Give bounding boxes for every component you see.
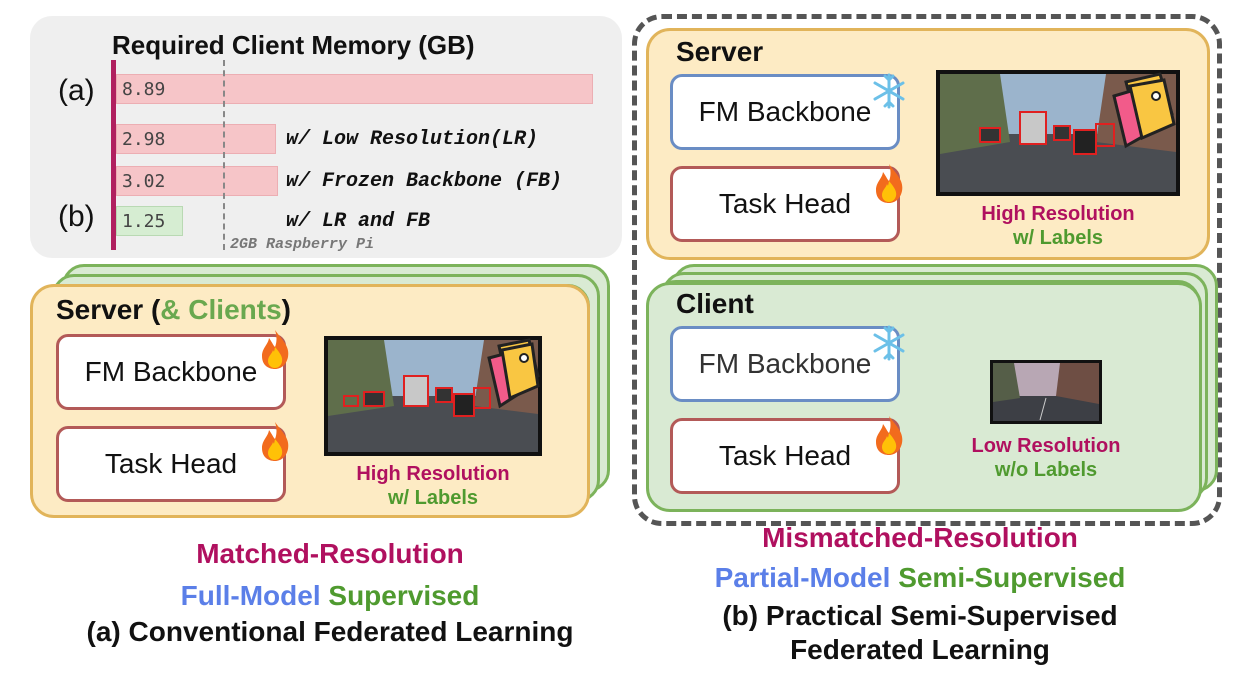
panel-a-backbone-module: FM Backbone	[56, 334, 286, 410]
threshold-line	[223, 60, 226, 250]
panel-b-server-caption-resolution: High Resolution	[981, 203, 1135, 225]
fire-icon	[262, 330, 289, 369]
memory-bar-value: 2.98	[122, 129, 166, 150]
panel-a-head-label: Task Head	[104, 448, 238, 479]
memory-bar-label: w/ Low Resolution(LR)	[286, 128, 539, 151]
caption-b-semi-supervised: Semi-Supervised	[898, 562, 1126, 593]
panel-b-client-image-caption: Low Resolution w/o Labels	[946, 434, 1146, 482]
memory-chart-title: Required Client Memory (GB)	[112, 30, 475, 60]
panel-a-title-clients: & Clients	[160, 294, 282, 325]
panel-b-server-backbone-label: FM Backbone	[698, 96, 872, 127]
panel-b-server-caption-labels: w/ Labels	[1012, 227, 1104, 249]
caption-a-line2: Full-Model Supervised	[30, 580, 630, 612]
street-scene-image-b-server	[936, 70, 1180, 196]
panel-a-caption-resolution: High Resolution	[356, 463, 510, 485]
caption-b-line2: Partial-Model Semi-Supervised	[620, 562, 1220, 594]
panel-a-head-module: Task Head	[56, 426, 286, 502]
memory-bar-value: 3.02	[122, 171, 166, 192]
memory-bar	[116, 206, 184, 236]
panel-b-frame	[632, 14, 1222, 526]
caption-a-full-model: Full-Model	[180, 580, 321, 611]
street-scene-image-a	[324, 336, 542, 456]
caption-a-line1: Matched-Resolution	[196, 538, 464, 569]
memory-bar-label: w/ LR and FB	[286, 210, 431, 233]
memory-bar	[116, 124, 276, 154]
panel-a-backbone-label: FM Backbone	[84, 356, 258, 387]
caption-b-line4: Federated Learning	[790, 634, 1050, 665]
caption-a-supervised: Supervised	[328, 580, 480, 611]
memory-bar	[116, 166, 279, 196]
caption-b-partial-model: Partial-Model	[714, 562, 891, 593]
panel-a-image-caption: High Resolution w/ Labels	[324, 462, 542, 510]
panel-b-server-head-module: Task Head	[670, 166, 900, 242]
memory-bar-value: 1.25	[122, 211, 166, 232]
panel-b-client-backbone-label: FM Backbone	[698, 348, 872, 379]
chart-axis	[111, 60, 116, 250]
fire-icon	[876, 416, 903, 455]
caption-a-line3: (a) Conventional Federated Learning	[86, 616, 574, 647]
row-tag-b: (b)	[58, 200, 95, 233]
row-tag-a: (a)	[58, 74, 95, 107]
snowflake-icon	[873, 73, 905, 109]
panel-b-server-title: Server	[676, 36, 764, 67]
caption-b-line1: Mismatched-Resolution	[762, 522, 1078, 553]
fire-icon	[876, 164, 903, 203]
memory-bar-label: w/ Frozen Backbone (FB)	[286, 170, 563, 193]
panel-b-server-image-caption: High Resolution w/ Labels	[936, 202, 1180, 250]
panel-a-title: Server (& Clients)	[56, 294, 291, 325]
snowflake-icon	[873, 325, 905, 361]
street-scene-image-b-client	[990, 360, 1102, 424]
panel-b-client-head-label: Task Head	[718, 440, 852, 471]
panel-a-caption-labels: w/ Labels	[387, 487, 479, 509]
panel-b-client-backbone-module: FM Backbone	[670, 326, 900, 402]
threshold-label: 2GB Raspberry Pi	[230, 236, 375, 253]
fire-icon	[262, 422, 289, 461]
panel-b-server-head-label: Task Head	[718, 188, 852, 219]
panel-b-client-caption-resolution: Low Resolution	[971, 435, 1121, 457]
panel-b-client-title: Client	[676, 288, 754, 319]
memory-bar-value: 8.89	[122, 79, 166, 100]
panel-b-client-caption-labels: w/o Labels	[994, 459, 1098, 481]
panel-b-client-head-module: Task Head	[670, 418, 900, 494]
panel-b-server-backbone-module: FM Backbone	[670, 74, 900, 150]
caption-b-line3: (b) Practical Semi-Supervised	[722, 600, 1118, 631]
memory-bar	[116, 74, 594, 104]
